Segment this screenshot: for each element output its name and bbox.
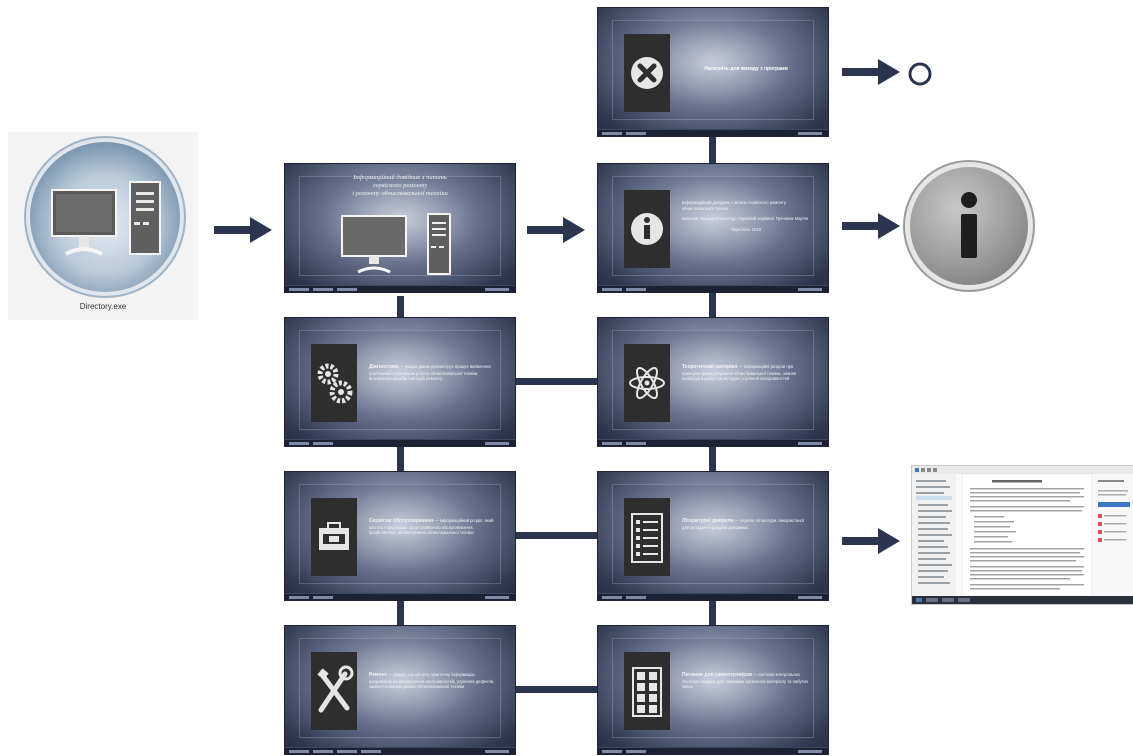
- connector-exit-to-about: [709, 136, 716, 164]
- computer-icon: [341, 213, 451, 275]
- grid-icon: [624, 652, 670, 730]
- diagnostics-text: — розділ даних демонструє процес виявлен…: [369, 364, 492, 381]
- tools-icon: [311, 652, 357, 730]
- list-icon: [624, 498, 670, 576]
- connector-repair-selfcheck: [514, 686, 600, 693]
- arrow-literature-to-document: [842, 528, 900, 554]
- connector-service-literature: [514, 532, 600, 539]
- connector-theory-to-literature: [709, 446, 716, 472]
- app-icon-label: Directory.exe: [79, 302, 127, 311]
- service-title: Сервісне обслуговування: [369, 518, 434, 524]
- toolbox-icon: [311, 498, 357, 576]
- theory-text: — інформаційні розділи про принципи функ…: [682, 364, 797, 381]
- repair-title: Ремонт: [369, 672, 388, 678]
- arrow-about-to-info: [842, 213, 900, 239]
- arrow-icon-to-title: [214, 217, 272, 243]
- about-slide[interactable]: Інформаційний довідник з питань сервісно…: [598, 164, 828, 292]
- arrow-exit-to-circle: [842, 59, 900, 85]
- diagnostics-slide[interactable]: Діагностика — розділ даних демонструє пр…: [285, 318, 515, 446]
- service-slide[interactable]: Сервісне обслуговування — інформаційний …: [285, 472, 515, 600]
- theory-slide[interactable]: Теоретичний матеріал — інформаційні розд…: [598, 318, 828, 446]
- about-line-2: Виконав: Кушнір Олександр Науковий керів…: [682, 216, 809, 221]
- repair-slide[interactable]: Ремонт — розділ, що містить практичну ін…: [285, 626, 515, 754]
- exit-slide[interactable]: Натисніть для виходу з програми: [598, 8, 828, 136]
- title-line-2: сервісного ремонту: [372, 182, 428, 189]
- theory-title: Теоретичний матеріал: [682, 364, 738, 370]
- title-slide[interactable]: Інформаційний довідник з питань сервісно…: [285, 164, 515, 292]
- literature-slide[interactable]: Літературні джерела — перелік літератури…: [598, 472, 828, 600]
- info-icon: [624, 190, 670, 268]
- atom-icon: [624, 344, 670, 422]
- exit-text: Натисніть для виходу з програми: [704, 66, 788, 72]
- title-line-3: і ремонту обчислювальної техніки: [352, 190, 448, 197]
- close-icon: [624, 34, 670, 112]
- service-text: — інформаційний розділ, який містить інф…: [369, 518, 494, 535]
- selfcheck-slide[interactable]: Питання для самоперевірки — система конт…: [598, 626, 828, 754]
- about-line-3: Тернопіль 2018: [731, 226, 761, 232]
- title-line-1: Інформаційний довідник з питань: [353, 174, 447, 181]
- selfcheck-text: — система контрольних тестових завдань д…: [682, 672, 808, 689]
- app-icon[interactable]: Directory.exe: [8, 132, 198, 320]
- literature-text: — перелік літератури, використаної для у…: [682, 518, 805, 530]
- info-icon: [910, 167, 1028, 285]
- connector-service-to-repair: [397, 600, 404, 626]
- connector-diagnostics-theory: [514, 378, 600, 385]
- diagnostics-title: Діагностика: [369, 364, 399, 370]
- repair-text: — розділ, що містить практичну інформаці…: [369, 672, 495, 689]
- literature-title: Літературні джерела: [682, 518, 734, 524]
- arrow-title-to-about: [527, 217, 585, 243]
- selfcheck-title: Питання для самоперевірки: [682, 672, 752, 678]
- connector-literature-to-selfcheck: [709, 600, 716, 626]
- gears-icon: [311, 344, 357, 422]
- computer-icon: [30, 142, 180, 292]
- about-line-1: Інформаційний довідник з питань сервісно…: [682, 200, 786, 211]
- connector-diagnostics-to-service: [397, 446, 404, 472]
- connector-title-to-diagnostics: [397, 296, 404, 318]
- exit-circle-icon: [908, 62, 932, 86]
- document-window-thumbnail: [912, 466, 1133, 604]
- connector-about-to-theory: [709, 292, 716, 318]
